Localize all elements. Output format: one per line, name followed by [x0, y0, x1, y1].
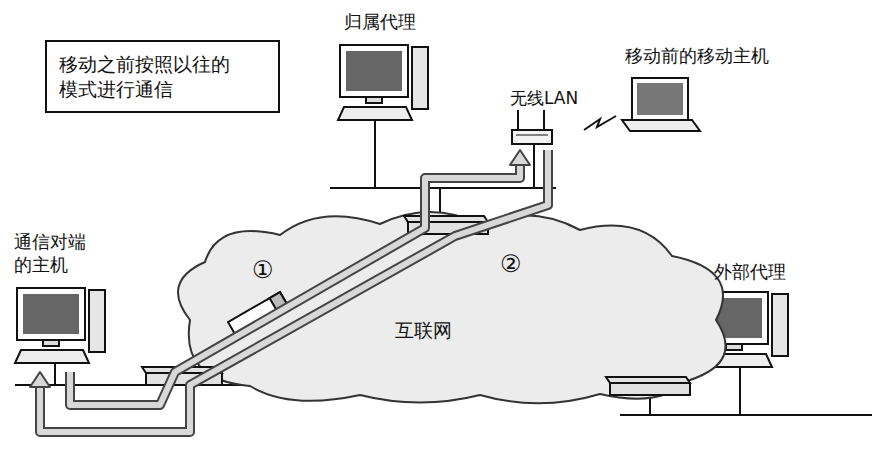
callout-number: ① — [250, 258, 276, 282]
note-box: 移动之前按照以往的 模式进行通信 — [45, 40, 280, 113]
computer-icon — [338, 45, 428, 120]
host-label: 外部代理 — [695, 258, 805, 285]
host-label: 通信对端 的主机 — [10, 230, 97, 277]
host-node: 通信对端 的主机 — [10, 230, 110, 372]
wireless-access-point — [512, 110, 552, 144]
callout-number: ② — [498, 252, 524, 276]
wireless-signal — [584, 116, 616, 130]
route-arrow — [70, 150, 530, 405]
note-text: 移动之前按照以往的 模式进行通信 — [47, 42, 248, 111]
part-label: 无线LAN — [508, 88, 580, 108]
host-node: 外部代理 — [695, 258, 805, 400]
host-label: 归属代理 — [330, 8, 430, 35]
lan-wires — [15, 120, 872, 415]
host-node: 移动前的移动主机 — [505, 42, 775, 150]
host-label: 移动前的移动主机 — [505, 42, 775, 69]
host-node: 归属代理 — [330, 8, 430, 120]
route-arrow — [30, 150, 548, 432]
cloud-label: 互联网 — [395, 318, 452, 343]
computer-icon — [15, 288, 105, 363]
laptop-icon — [622, 78, 700, 131]
